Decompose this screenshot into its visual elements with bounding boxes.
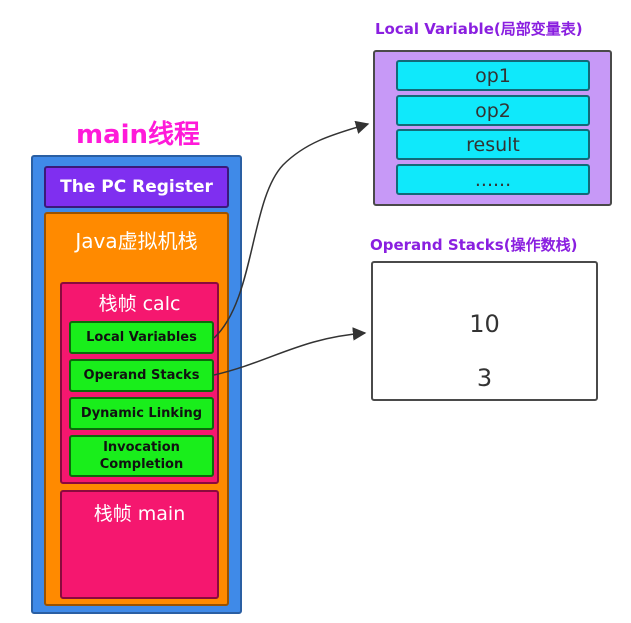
- local-variables-item: Local Variables: [69, 321, 214, 354]
- slot-op2: op2: [396, 95, 590, 126]
- frame-calc-label: 栈帧 calc: [98, 293, 181, 315]
- slot-more: ......: [396, 164, 590, 195]
- thread-title: main线程: [76, 120, 201, 150]
- frame-main-label: 栈帧 main: [93, 503, 186, 525]
- operand-stacks-arrow: [213, 327, 367, 376]
- operand-stack-title: Operand Stacks(操作数栈): [370, 236, 578, 254]
- operand-value-top: 10: [469, 310, 500, 338]
- java-stack-label: Java虚拟机栈: [75, 229, 198, 253]
- dynamic-linking-item: Dynamic Linking: [69, 397, 214, 430]
- pc-register: The PC Register: [44, 166, 229, 208]
- slot-op1: op1: [396, 60, 590, 91]
- invocation-completion-item: Invocation Completion: [69, 435, 214, 477]
- operand-stack-box: [371, 261, 598, 401]
- operand-stacks-item: Operand Stacks: [69, 359, 214, 392]
- local-variable-title: Local Variable(局部变量表): [375, 20, 583, 38]
- slot-result: result: [396, 129, 590, 160]
- operand-value-bottom: 3: [476, 364, 493, 392]
- local-variables-arrow: [213, 120, 370, 339]
- frame-main: [60, 490, 219, 599]
